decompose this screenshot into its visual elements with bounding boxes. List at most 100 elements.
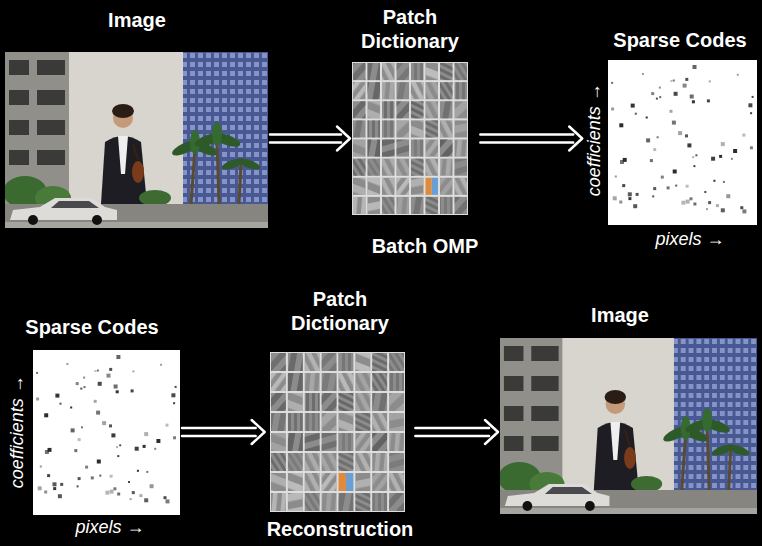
- code-dot: [707, 99, 710, 102]
- atom-stripes: [372, 393, 387, 411]
- dictionary-atom: [382, 178, 395, 195]
- dictionary-atom: [372, 393, 387, 411]
- code-dot: [690, 197, 693, 200]
- code-dot: [80, 388, 82, 390]
- code-dot: [692, 156, 694, 158]
- dictionary-atom: [322, 373, 337, 391]
- dictionary-atom: [389, 473, 404, 491]
- atom-stripes: [389, 373, 404, 391]
- dictionary-atom: [353, 140, 366, 157]
- dictionary-atom: [389, 413, 404, 431]
- patch-dictionary: [352, 62, 468, 215]
- atom-stripes: [389, 353, 404, 371]
- atom-stripes: [382, 101, 395, 118]
- dictionary-atom: [355, 493, 370, 511]
- atom-stripes: [271, 433, 286, 451]
- code-dot: [117, 493, 120, 496]
- code-dot: [38, 486, 42, 490]
- highlight-atom: [346, 473, 353, 491]
- code-dot: [91, 476, 94, 479]
- dictionary-atom: [411, 120, 424, 137]
- dictionary-atom: [411, 63, 424, 80]
- code-dot: [642, 73, 644, 75]
- code-dot: [144, 498, 148, 502]
- dictionary-atom: [397, 63, 410, 80]
- code-dot: [622, 184, 625, 187]
- atom-stripes: [288, 393, 303, 411]
- code-dot: [160, 364, 162, 366]
- double-arrow: [182, 420, 265, 444]
- dictionary-atom: [411, 101, 424, 118]
- atom-stripes: [397, 63, 410, 80]
- generated-illustrations: [33, 60, 757, 515]
- code-dot: [173, 436, 176, 439]
- dictionary-atom: [426, 63, 439, 80]
- code-dot: [173, 402, 175, 404]
- code-dot: [78, 477, 81, 480]
- dictionary-atom: [339, 413, 354, 431]
- code-dot: [107, 374, 111, 378]
- code-dot: [686, 185, 689, 188]
- atom-stripes: [440, 178, 453, 195]
- atom-stripes: [372, 413, 387, 431]
- code-dot: [116, 390, 119, 393]
- dictionary-atom: [355, 413, 370, 431]
- dictionary-atom: [322, 393, 337, 411]
- dictionary-atom: [372, 433, 387, 451]
- atom-stripes: [353, 82, 366, 99]
- atom-stripes: [322, 353, 337, 371]
- atom-stripes: [372, 453, 387, 471]
- dictionary-atom: [382, 101, 395, 118]
- atom-stripes: [339, 453, 354, 471]
- atom-stripes: [322, 373, 337, 391]
- code-dot: [105, 491, 109, 495]
- code-dot: [695, 154, 697, 156]
- matrix-ground: [33, 350, 180, 515]
- atom-stripes: [372, 433, 387, 451]
- step-label: Batch OMP: [372, 234, 479, 258]
- dictionary-atom: [288, 493, 303, 511]
- dictionary-atom: [305, 453, 320, 471]
- dictionary-atom: [271, 433, 286, 451]
- code-dot: [678, 131, 682, 135]
- code-dot: [53, 482, 57, 486]
- dictionary-atom: [271, 373, 286, 391]
- atom-stripes: [455, 159, 468, 176]
- code-dot: [706, 208, 708, 210]
- code-dot: [60, 403, 62, 405]
- atom-stripes: [426, 197, 439, 214]
- dictionary-atom: [288, 433, 303, 451]
- atom-stripes: [305, 393, 320, 411]
- dictionary-atom: [368, 101, 381, 118]
- atom-stripes: [440, 197, 453, 214]
- code-dot: [146, 471, 148, 473]
- code-dot: [36, 398, 39, 401]
- dictionary-atom: [397, 159, 410, 176]
- code-dot: [636, 193, 639, 196]
- code-dot: [709, 80, 711, 82]
- dictionary-atom: [426, 120, 439, 137]
- atom-stripes: [355, 433, 370, 451]
- dictionary-atom: [411, 140, 424, 157]
- code-dot: [686, 200, 690, 204]
- atom-stripes: [411, 101, 424, 118]
- code-dot: [131, 389, 134, 392]
- dictionary-atom: [288, 393, 303, 411]
- atom-stripes: [288, 453, 303, 471]
- code-dot: [708, 201, 711, 204]
- atom-stripes: [389, 413, 404, 431]
- code-dot: [619, 201, 622, 204]
- dictionary-atom: [339, 493, 354, 511]
- atom-stripes: [426, 120, 439, 137]
- code-dot: [685, 134, 688, 137]
- dictionary-atom: [355, 433, 370, 451]
- dictionary-atom: [305, 393, 320, 411]
- atom-stripes: [368, 101, 381, 118]
- code-dot: [711, 157, 715, 161]
- atom-stripes: [322, 473, 337, 491]
- code-dot: [44, 491, 47, 494]
- code-dot: [95, 370, 97, 372]
- dictionary-atom: [353, 178, 366, 195]
- atom-stripes: [382, 120, 395, 137]
- code-dot: [109, 424, 112, 427]
